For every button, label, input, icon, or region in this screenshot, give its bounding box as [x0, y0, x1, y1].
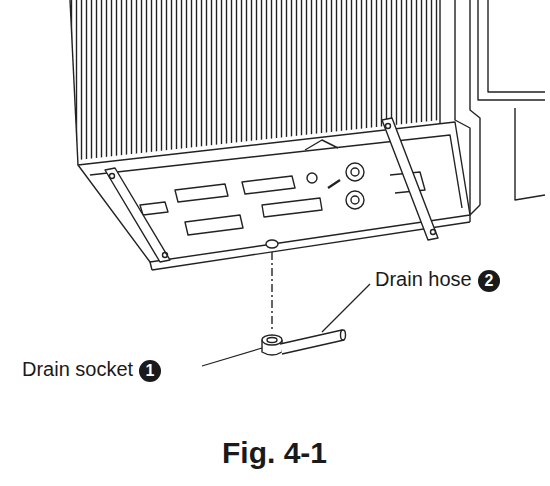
callout-number: 2: [478, 270, 500, 292]
figure-caption: Fig. 4-1: [222, 436, 327, 470]
callout-number: 1: [139, 360, 161, 382]
part-label: Drain socket: [20, 358, 135, 381]
part-label: Drain hose: [373, 268, 474, 291]
